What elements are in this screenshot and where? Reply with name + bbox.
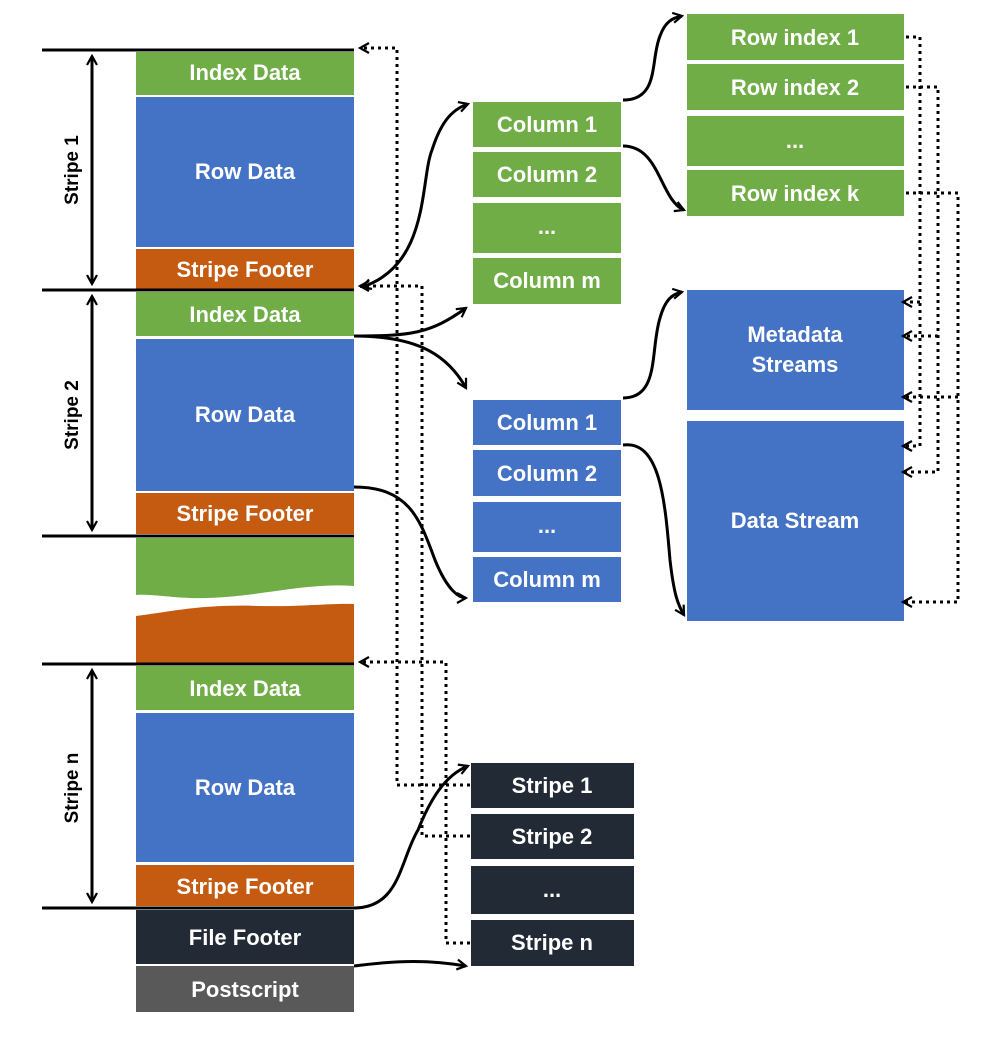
footer-columns-group: Column 1 Column 2 ... Column m [473,400,621,602]
row-index-2-label: Row index 2 [731,75,859,100]
postscript-to-file-footer-arrow [353,962,466,967]
torn-orange-piece [136,603,354,663]
stripe-2-footer-box[interactable] [136,493,354,534]
index-columns-group: Column 1 Column 2 ... Column m [473,102,621,304]
index-column-m-label: Column m [493,268,601,293]
row-index-k-label: Row index k [731,181,860,206]
stripe-2-footer-label: Stripe Footer [177,501,314,526]
footer-stripe-ellipsis-box[interactable] [471,866,634,914]
stripe-2-pointer-arrow [360,286,470,838]
file-layout: Index Data Row Data Stripe Footer Index … [42,48,354,1012]
stripe-1-label: Stripe 1 [62,135,83,205]
stripe-1-row-data-label: Row Data [195,159,296,184]
stripe-1-index-data-box[interactable] [136,52,354,95]
footer-column-ellipsis-box[interactable] [473,502,621,552]
postscript-box[interactable] [136,966,354,1012]
row-index-1-pointer-arrow [903,35,922,446]
index-column-2-label: Column 2 [497,162,597,187]
stripe-2-row-data-label: Row Data [195,402,296,427]
footer-stripe-ellipsis-label: ... [543,877,561,902]
footer-stripe-1-label: Stripe 1 [512,773,593,798]
index-column-ellipsis-label: ... [538,214,556,239]
stripe-n-footer-box[interactable] [136,865,354,906]
stripe-2-label: Stripe 2 [62,380,83,450]
stripe-1-row-data-box[interactable] [136,97,354,247]
footer-column-1-to-metadata-arrow [622,292,682,400]
metadata-streams-label-line-1: Metadata [747,322,843,347]
footer-column-1-label: Column 1 [497,410,597,435]
metadata-streams-label-line-2: Streams [752,352,839,377]
stripe-n-row-data-label: Row Data [195,775,296,800]
footer-stripe-2-label: Stripe 2 [512,824,593,849]
row-index-1-label: Row index 1 [731,25,859,50]
footer-stripe-n-label: Stripe n [511,930,593,955]
stripe-1-footer-label: Stripe Footer [177,257,314,282]
stripe-n-row-data-box[interactable] [136,713,354,862]
footer-column-1-to-data-stream-arrow [622,443,686,615]
index-data-to-footer-columns-arrow [353,334,468,388]
index-column-m-box[interactable] [473,258,621,304]
stripe-1-footer-box[interactable] [136,249,354,289]
stripe-n-label: Stripe n [62,753,83,824]
data-stream-box[interactable] [687,421,904,621]
row-index-k-box[interactable] [687,170,904,216]
row-index-ellipsis-label: ... [786,128,804,153]
index-column-1-box[interactable] [473,102,621,147]
row-index-ellipsis-box[interactable] [687,116,904,166]
stripe-n-index-data-box[interactable] [136,666,354,710]
stripe-n-footer-to-file-footer-stripes-arrow [353,766,468,910]
index-column-1-label: Column 1 [497,112,597,137]
torn-green-piece [136,538,354,599]
postscript-label: Postscript [191,977,299,1002]
dotted-arrows [360,35,960,945]
index-column-2-box[interactable] [473,152,621,197]
file-footer-stripes-group: Stripe 1 Stripe 2 ... Stripe n [471,763,634,966]
stripe-2-row-data-box[interactable] [136,339,354,491]
stripe-1-pointer-arrow [360,48,470,787]
footer-column-ellipsis-label: ... [538,513,556,538]
column-1-to-row-index-1-arrow [622,16,682,102]
index-column-ellipsis-box[interactable] [473,203,621,253]
data-stream-label: Data Stream [731,508,859,533]
column-1-to-row-index-k-arrow [622,144,684,210]
streams-group: Metadata Streams Data Stream [687,290,904,621]
footer-column-m-box[interactable] [473,557,621,602]
footer-stripe-2-box[interactable] [471,814,634,859]
row-index-2-box[interactable] [687,64,904,110]
stripe-footer-to-footer-columns-arrow [353,485,466,598]
row-index-1-box[interactable] [687,14,904,60]
index-data-to-index-columns-arrow [353,308,466,338]
row-indexes-group: Row index 1 Row index 2 ... Row index k [687,14,904,216]
row-index-2-pointer-arrow [903,85,940,472]
stripe-2-index-data-box[interactable] [136,292,354,336]
footer-column-2-box[interactable] [473,450,621,496]
file-footer-label: File Footer [189,925,302,950]
footer-stripe-1-box[interactable] [471,763,634,808]
stripe-n-index-data-label: Index Data [189,676,301,701]
stripe-1-index-data-label: Index Data [189,60,301,85]
stripe-n-footer-label: Stripe Footer [177,874,314,899]
footer-column-1-box[interactable] [473,400,621,445]
metadata-streams-box[interactable] [687,290,904,410]
stripe-2-index-data-label: Index Data [189,302,301,327]
footer-column-m-label: Column m [493,567,601,592]
stripe-footer-to-index-columns-arrow [362,104,468,287]
file-footer-box[interactable] [136,910,354,964]
footer-stripe-n-box[interactable] [471,920,634,966]
stripe-n-pointer-arrow [360,662,470,945]
footer-column-2-label: Column 2 [497,461,597,486]
